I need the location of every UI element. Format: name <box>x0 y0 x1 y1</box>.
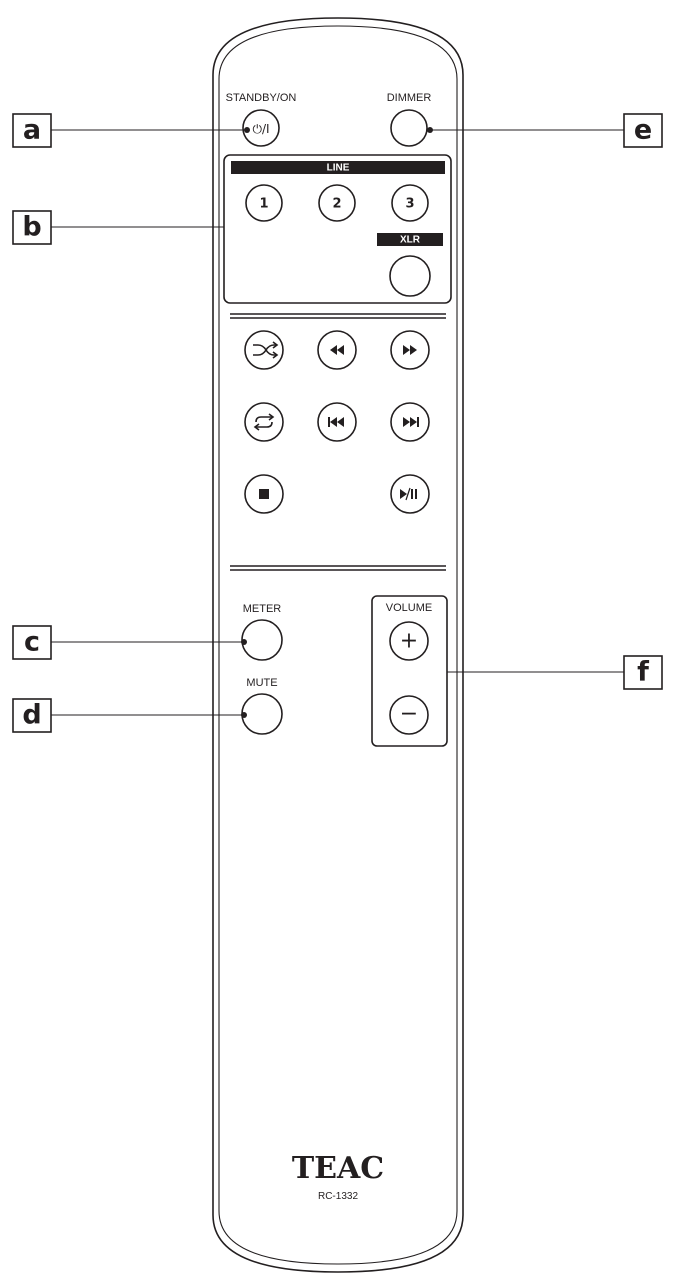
callout-a-dot <box>244 127 250 133</box>
brand-logo: TEAC <box>292 1151 384 1186</box>
previous-track-icon <box>328 417 344 427</box>
callout-d: d <box>22 700 41 731</box>
line-3-button[interactable]: 3 <box>391 184 429 222</box>
divider-top <box>230 313 446 319</box>
callout-c: c <box>24 627 40 658</box>
next-track-icon <box>403 417 419 427</box>
fast-forward-button[interactable] <box>390 330 430 370</box>
meter-button[interactable] <box>241 619 283 661</box>
minus-icon: − <box>400 702 418 727</box>
standby-label: STANDBY/ON <box>226 92 297 104</box>
repeat-icon <box>253 413 275 431</box>
callout-b-box <box>12 210 52 245</box>
standby-button[interactable]: ⏻/I <box>242 109 280 147</box>
play-pause-icon <box>400 487 417 501</box>
svg-text:3: 3 <box>405 197 414 212</box>
divider-bottom <box>230 565 446 571</box>
dimmer-button[interactable] <box>390 109 428 147</box>
remote-body-outer <box>212 17 464 1273</box>
volume-group-frame <box>371 595 448 747</box>
power-icon: ⏻/I <box>252 122 269 136</box>
xlr-label: XLR <box>400 235 421 246</box>
mute-label: MUTE <box>246 677 277 689</box>
callout-c-dot <box>241 639 247 645</box>
line-1-button[interactable]: 1 <box>245 184 283 222</box>
model-number: RC-1332 <box>318 1191 358 1202</box>
callout-b: b <box>22 212 41 243</box>
callout-e-box <box>623 113 663 148</box>
meter-label: METER <box>243 603 282 615</box>
remote-body-inner <box>218 25 458 1265</box>
rewind-icon <box>330 345 344 355</box>
callout-d-box <box>12 698 52 733</box>
callout-e-dot <box>427 127 433 133</box>
previous-track-button[interactable] <box>317 402 357 442</box>
line-bar <box>231 161 445 174</box>
fast-forward-icon <box>403 345 417 355</box>
play-pause-button[interactable] <box>390 474 430 514</box>
volume-up-button[interactable]: + <box>389 621 429 661</box>
line-2-button[interactable]: 2 <box>318 184 356 222</box>
shuffle-icon <box>253 341 279 359</box>
plus-icon: + <box>400 629 418 654</box>
line-label: LINE <box>327 163 350 174</box>
callout-c-box <box>12 625 52 660</box>
callout-a: a <box>23 115 41 146</box>
next-track-button[interactable] <box>390 402 430 442</box>
svg-text:2: 2 <box>332 197 341 212</box>
volume-down-button[interactable]: − <box>389 695 429 735</box>
shuffle-button[interactable] <box>244 330 284 370</box>
repeat-button[interactable] <box>244 402 284 442</box>
dimmer-label: DIMMER <box>387 92 432 104</box>
rewind-button[interactable] <box>317 330 357 370</box>
xlr-button[interactable] <box>389 255 431 297</box>
svg-text:1: 1 <box>259 197 268 212</box>
callout-d-dot <box>241 712 247 718</box>
stop-button[interactable] <box>244 474 284 514</box>
mute-button[interactable] <box>241 693 283 735</box>
callout-f: f <box>637 657 649 688</box>
callout-e: e <box>634 115 652 146</box>
callout-f-box <box>623 655 663 690</box>
xlr-bar <box>377 233 443 246</box>
stop-icon <box>259 489 269 499</box>
volume-label: VOLUME <box>386 602 432 614</box>
input-group-frame <box>223 154 452 304</box>
